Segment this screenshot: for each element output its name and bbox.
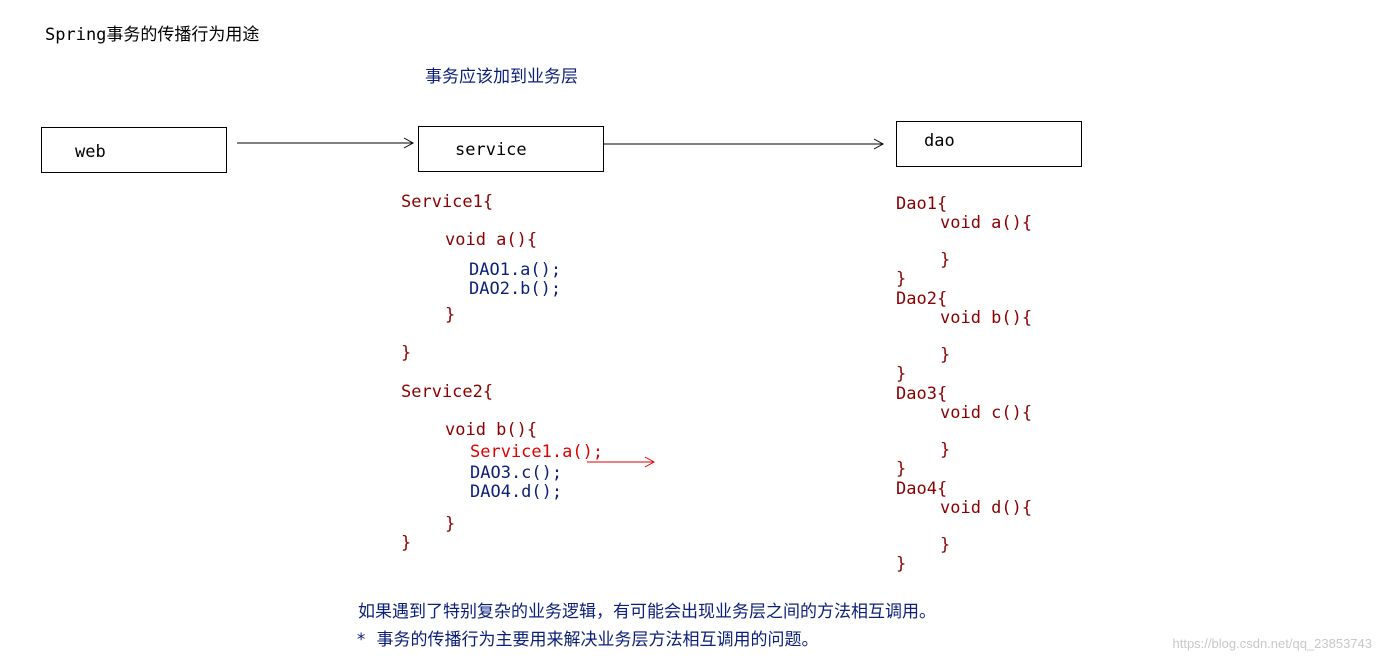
service1-close: } — [401, 343, 412, 363]
service2-call-dao4: DAO4.d(); — [470, 482, 563, 502]
service2-call-service1: Service1.a(); — [470, 442, 604, 462]
service2-call-dao3: DAO3.c(); — [470, 463, 563, 483]
dao4-declaration: Dao4{ — [896, 479, 948, 499]
service2-declaration: Service2{ — [401, 382, 494, 402]
dao-box: dao — [896, 121, 1082, 167]
dao1-method-a: void a(){ — [940, 213, 1033, 233]
service1-call-arrowhead — [644, 456, 656, 468]
watermark: https://blog.csdn.net/qq_23853743 — [1172, 636, 1373, 651]
dao3-declaration: Dao3{ — [896, 384, 948, 404]
service1-declaration: Service1{ — [401, 192, 494, 212]
dao2-method-b: void b(){ — [940, 308, 1033, 328]
service-to-dao-arrowhead — [873, 138, 885, 150]
dao4-method-close: } — [940, 535, 951, 555]
web-to-service-arrowhead — [403, 137, 415, 149]
service1-method-close: } — [445, 305, 456, 325]
service-label: service — [455, 140, 527, 160]
dao2-close: } — [896, 364, 907, 384]
diagram-subtitle: 事务应该加到业务层 — [425, 67, 578, 87]
dao4-close: } — [896, 554, 907, 574]
dao-label: dao — [924, 131, 955, 151]
service-box: service — [418, 126, 604, 172]
dao4-method-d: void d(){ — [940, 498, 1033, 518]
note-line-1: 如果遇到了特别复杂的业务逻辑，有可能会出现业务层之间的方法相互调用。 — [358, 602, 936, 622]
diagram-title: Spring事务的传播行为用途 — [45, 25, 260, 45]
service1-method-a: void a(){ — [445, 230, 538, 250]
dao3-method-close: } — [940, 440, 951, 460]
dao2-declaration: Dao2{ — [896, 289, 948, 309]
dao3-method-c: void c(){ — [940, 403, 1033, 423]
dao3-close: } — [896, 459, 907, 479]
dao1-method-close: } — [940, 250, 951, 270]
service1-call-dao1: DAO1.a(); — [469, 260, 562, 280]
web-label: web — [75, 142, 106, 162]
service2-close: } — [401, 533, 412, 553]
service2-method-close: } — [445, 514, 456, 534]
service1-call-dao2: DAO2.b(); — [469, 279, 562, 299]
web-box: web — [41, 127, 227, 173]
service2-method-b: void b(){ — [445, 420, 538, 440]
dao1-declaration: Dao1{ — [896, 194, 948, 214]
dao1-close: } — [896, 269, 907, 289]
note-line-2: * 事务的传播行为主要用来解决业务层方法相互调用的问题。 — [356, 630, 819, 650]
dao2-method-close: } — [940, 345, 951, 365]
